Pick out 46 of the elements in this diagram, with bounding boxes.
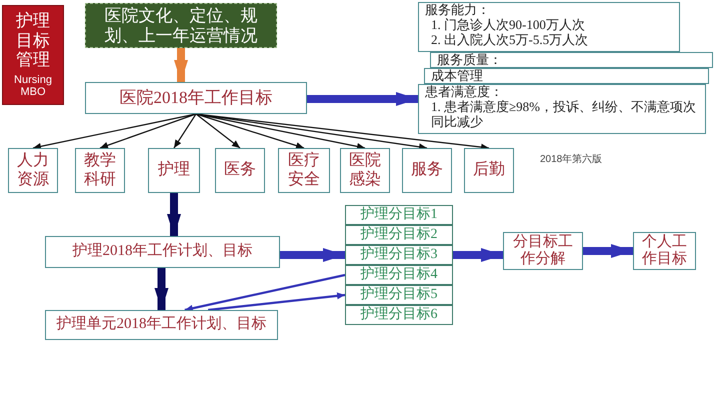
department-box: 医务 (215, 148, 265, 193)
info-card (418, 84, 706, 134)
subgoal-cell: 护理分目标2 (345, 225, 453, 245)
info-card (418, 2, 680, 52)
arrow (280, 248, 345, 262)
box-heading: 患者满意度： (425, 85, 503, 100)
subgoal-cell: 护理分目标5 (345, 285, 453, 305)
subgoal-cell: 护理分目标1 (345, 205, 453, 225)
arrow (208, 292, 346, 312)
arrow (167, 193, 181, 236)
plan-box: 护理单元2018年工作计划、目标 (45, 310, 278, 340)
arrow (196, 113, 304, 149)
department-box: 教学科研 (75, 148, 125, 193)
list-item: 1. 患者满意度≥98%，投诉、纠纷、不满意项次同比减少 (430, 100, 697, 130)
list-item: 1. 门急诊人次90-100万人次 (430, 18, 585, 33)
subgoal-cell: 护理分目标6 (345, 305, 453, 325)
label-box (2, 5, 64, 105)
arrow (583, 244, 633, 258)
goal-box: 医院2018年工作目标 (85, 82, 307, 114)
department-box: 医院感染 (340, 148, 390, 193)
arrow (154, 268, 168, 310)
department-box: 护理 (148, 148, 200, 193)
department-box: 后勤 (464, 148, 514, 193)
arrow (196, 114, 240, 148)
process-box: 分目标工作分解 (503, 232, 583, 270)
arrow (100, 113, 196, 149)
arrow (307, 92, 418, 106)
box-heading: 护理目标管理 (15, 11, 51, 70)
info-card: 服务质量： (430, 52, 713, 68)
info-card: 成本管理 (424, 68, 709, 84)
box-subtitle: Nursing MBO (13, 74, 53, 99)
department-box: 人力资源 (8, 148, 58, 193)
list-item: 2. 出入院人次5万-5.5万人次 (430, 32, 588, 48)
subgoal-cell: 护理分目标3 (345, 245, 453, 265)
subgoal-cell: 护理分目标4 (345, 265, 453, 285)
arrow (174, 114, 196, 148)
department-box: 医疗安全 (278, 148, 330, 193)
arrow (174, 48, 188, 82)
arrow (184, 274, 346, 312)
plan-box: 护理2018年工作计划、目标 (45, 236, 280, 268)
arrow (453, 248, 503, 262)
process-box: 个人工作目标 (633, 232, 696, 270)
version-note: 2018年第六版 (540, 152, 602, 166)
department-box: 服务 (402, 148, 452, 193)
context-box: 医院文化、定位、规划、上一年运营情况 (85, 3, 277, 48)
box-heading: 服务能力： (425, 3, 490, 18)
